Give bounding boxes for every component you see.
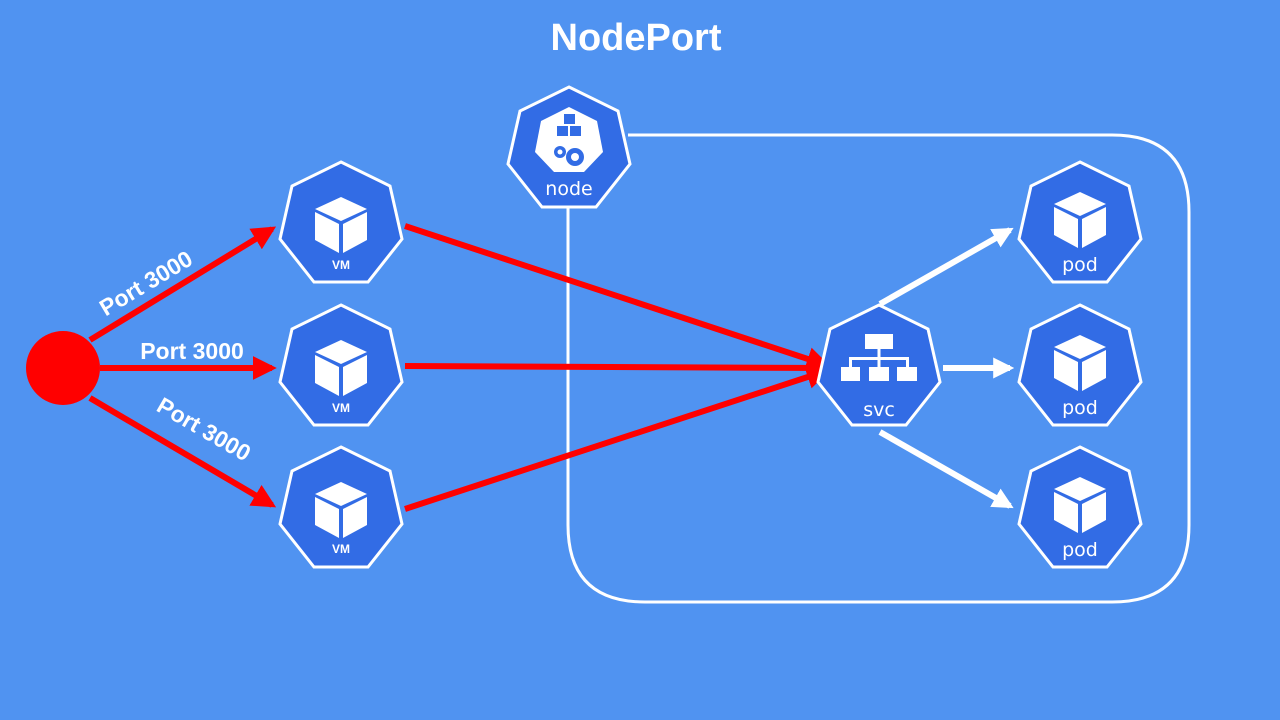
pod-node: pod xyxy=(1017,303,1143,427)
diagram-title: NodePort xyxy=(551,17,722,59)
k8s-node: node xyxy=(506,85,632,209)
vm1-to-svc-arrow xyxy=(404,223,831,371)
svc-to-pod1-arrow xyxy=(878,227,1014,307)
network-tree-icon xyxy=(841,334,917,381)
pod-label: pod xyxy=(1062,539,1098,561)
pod-label: pod xyxy=(1062,397,1098,419)
client-to-vm1-arrow xyxy=(88,226,277,343)
pod-node: pod xyxy=(1017,445,1143,569)
port-label-middle: Port 3000 xyxy=(140,338,244,364)
service-node: svc xyxy=(816,303,942,427)
pod-label: pod xyxy=(1062,254,1098,276)
node-boundary xyxy=(566,133,1191,604)
vm-label: VM xyxy=(332,401,350,415)
service-label: svc xyxy=(863,399,895,421)
svc-to-pod3-arrow xyxy=(878,429,1014,509)
vm-label: VM xyxy=(332,542,350,556)
node-cubes-gears-icon xyxy=(535,107,603,172)
vm-node: VM xyxy=(278,160,404,284)
vm3-to-svc-arrow xyxy=(404,365,831,512)
port-label-bottom: Port 3000 xyxy=(153,392,256,466)
vm-label: VM xyxy=(332,258,350,272)
client-to-vm3-arrow xyxy=(88,395,277,508)
vm-node: VM xyxy=(278,303,404,427)
vm2-to-svc-arrow xyxy=(404,355,831,380)
client-node xyxy=(26,331,100,405)
pod-node: pod xyxy=(1017,160,1143,284)
node-label: node xyxy=(545,178,592,200)
vm-node: VM xyxy=(278,445,404,569)
